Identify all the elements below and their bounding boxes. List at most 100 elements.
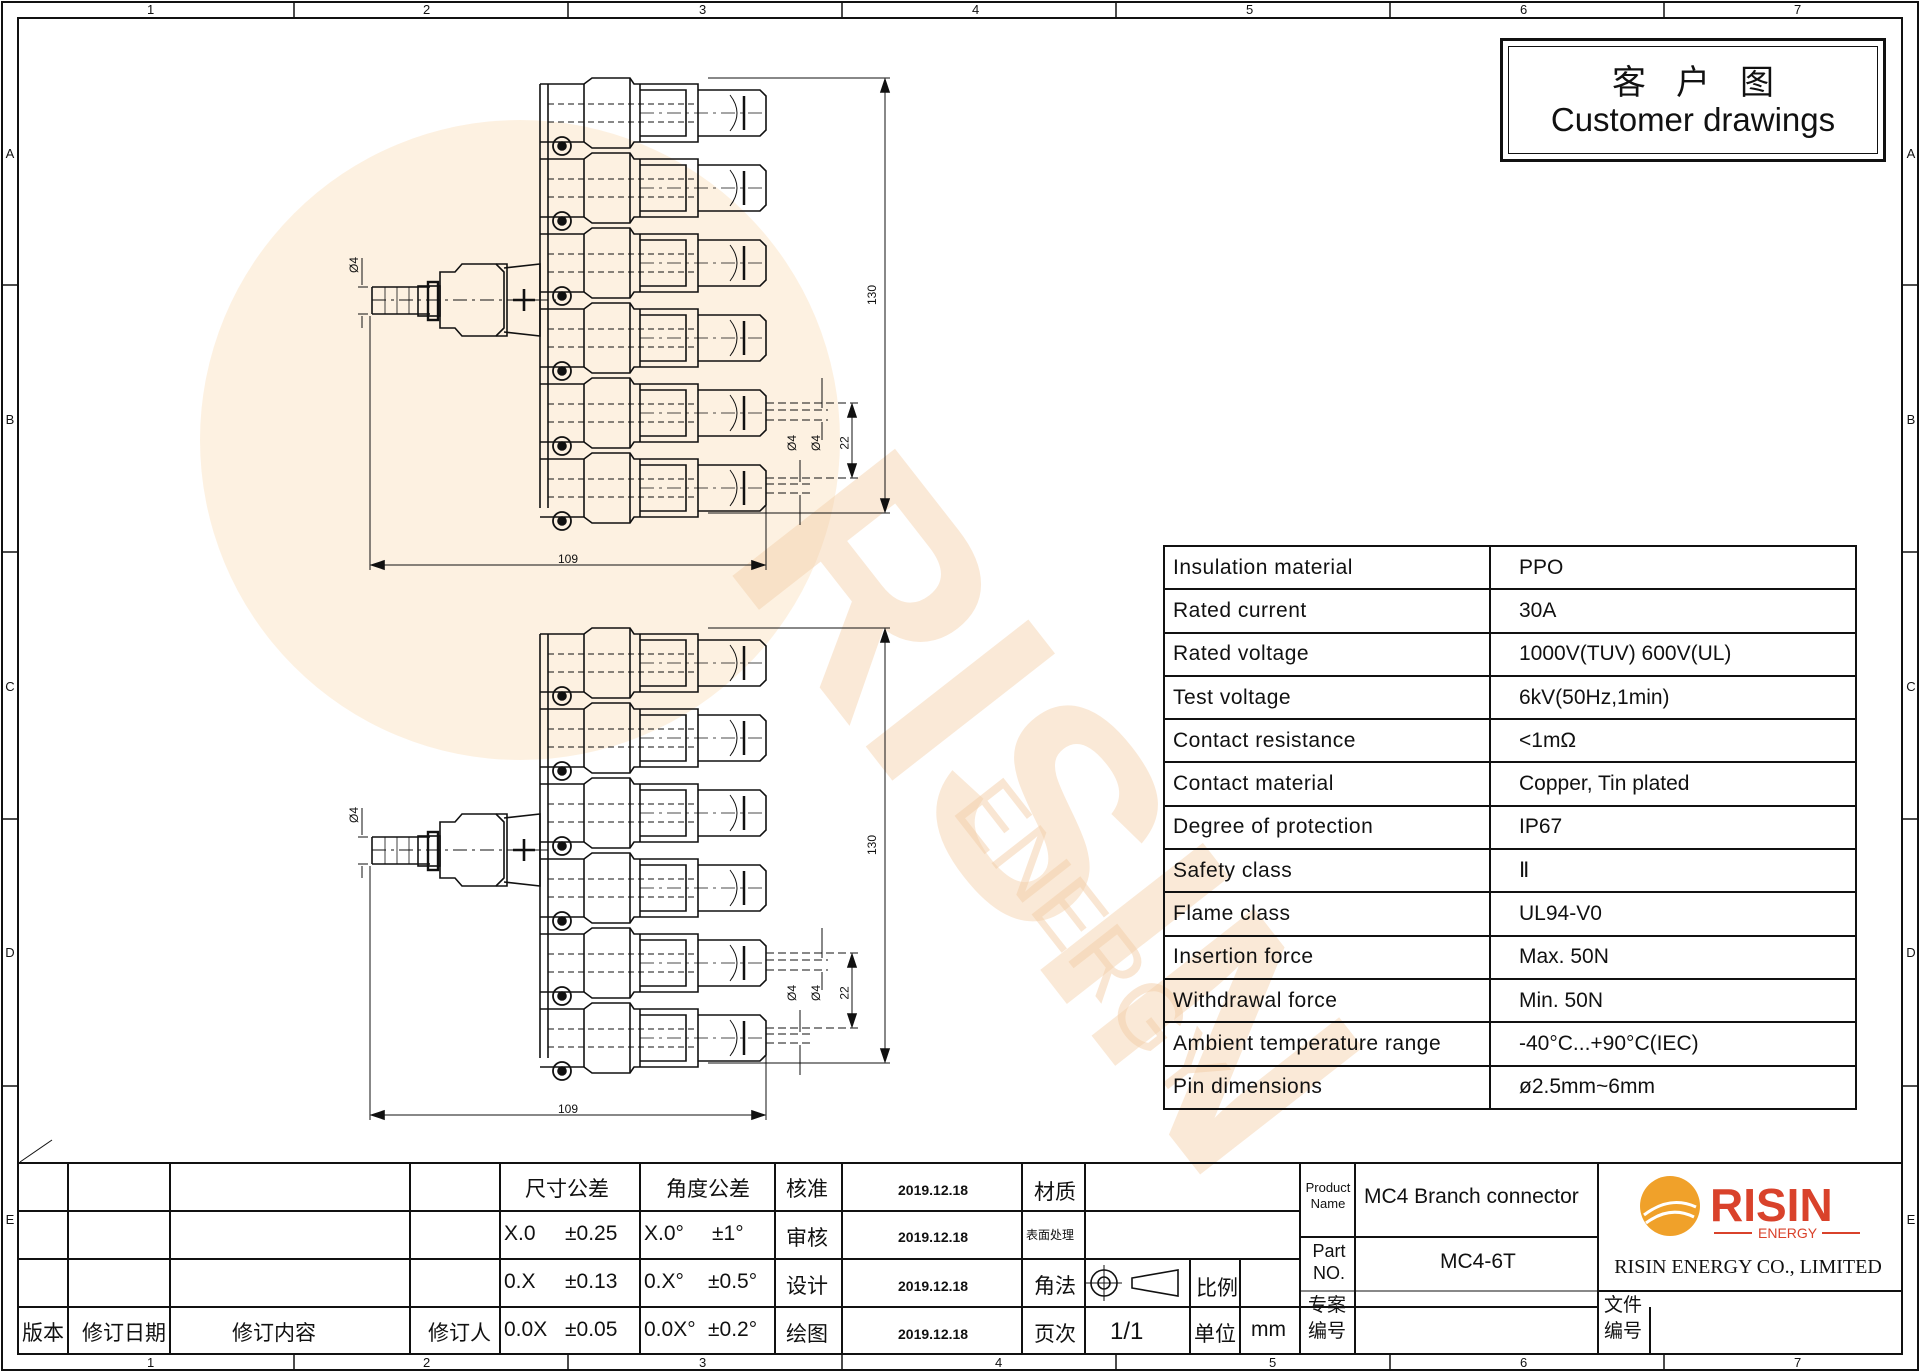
title-chinese: 客户图: [1612, 63, 1804, 103]
zone-col-6: 6: [1520, 2, 1528, 17]
scale-label: 比例: [1196, 1277, 1238, 1300]
tol-dim-value: ±0.25: [565, 1222, 618, 1245]
zone-col-2: 2: [423, 2, 431, 17]
project-no-label: 专案 编号: [1308, 1295, 1347, 1342]
tol-ang: X.0°: [644, 1222, 684, 1245]
zone-row-c: C: [5, 679, 15, 694]
spec-label: Pin dimensions: [1163, 1064, 1491, 1110]
surface-label: 表面处理: [1026, 1228, 1075, 1242]
zone-row-d: D: [5, 945, 15, 960]
zone-row-a-right: A: [1906, 146, 1916, 161]
tol-dim-value: ±0.05: [565, 1318, 618, 1341]
page-value: 1/1: [1110, 1318, 1144, 1345]
spec-value: UL94-V0: [1489, 891, 1857, 937]
spec-label: Ambient temperature range: [1163, 1021, 1491, 1067]
spec-label: Contact material: [1163, 761, 1491, 807]
spec-label: Withdrawal force: [1163, 977, 1491, 1024]
tol-dim-header: 尺寸公差: [525, 1178, 609, 1201]
spec-value: IP67: [1489, 804, 1857, 851]
spec-label: Insulation material: [1163, 544, 1491, 591]
zone-row-c-right: C: [1906, 679, 1916, 694]
rev-col-content: 修订内容: [232, 1322, 316, 1345]
zone-col-5: 5: [1246, 2, 1254, 17]
zone-row-e-right: E: [1906, 1212, 1916, 1227]
zone-col-5-bottom: 5: [1269, 1355, 1277, 1370]
logo-sub: ENERGY: [1758, 1225, 1818, 1241]
risin-logo: RISIN ENERGY: [1640, 1176, 1860, 1241]
spec-value: ø2.5mm~6mm: [1489, 1064, 1857, 1110]
spec-value: Copper, Tin plated: [1489, 761, 1857, 807]
zone-col-4-bottom: 4: [995, 1355, 1003, 1370]
projection-label: 角法: [1034, 1275, 1076, 1298]
spec-label: Rated current: [1163, 588, 1491, 634]
unit-label: 单位: [1194, 1323, 1236, 1346]
zone-col-3: 3: [699, 2, 707, 17]
part-no-value: MC4-6T: [1440, 1250, 1516, 1273]
tol-ang-value: ±0.5°: [708, 1270, 758, 1293]
spec-label: Rated voltage: [1163, 631, 1491, 677]
unit-value: mm: [1251, 1318, 1286, 1341]
spec-value: Min. 50N: [1489, 977, 1857, 1024]
zone-col-4: 4: [972, 2, 980, 17]
tol-dim: 0.0X: [504, 1318, 548, 1341]
rev-col-date: 修订日期: [82, 1322, 166, 1345]
dim-length-bottom: 109: [558, 1102, 579, 1116]
spec-label: Flame class: [1163, 891, 1491, 937]
approval-date: 2019.12.18: [898, 1229, 969, 1245]
tol-ang-value: ±0.2°: [708, 1318, 758, 1341]
spec-value: 30A: [1489, 588, 1857, 634]
spec-label: Insertion force: [1163, 934, 1491, 980]
spec-value: PPO: [1489, 544, 1857, 591]
zone-col-1: 1: [147, 2, 155, 17]
zone-col-3-bottom: 3: [699, 1355, 707, 1370]
zone-row-b-right: B: [1906, 412, 1916, 427]
zone-col-7-bottom: 7: [1794, 1355, 1802, 1370]
tol-ang-header: 角度公差: [666, 1178, 750, 1201]
tol-dim: 0.X: [504, 1270, 536, 1293]
zone-col-6-bottom: 6: [1520, 1355, 1528, 1370]
dim-length-top: 109: [558, 552, 579, 566]
approval-role: 审核: [786, 1227, 828, 1250]
sun-icon: [1640, 1176, 1700, 1236]
spec-value: -40°C...+90°C(IEC): [1489, 1021, 1857, 1067]
zone-row-e: E: [5, 1212, 15, 1227]
spec-label: Contact resistance: [1163, 718, 1491, 764]
zone-row-d-right: D: [1906, 945, 1916, 960]
zone-row-b: B: [5, 412, 15, 427]
spec-value: 6kV(50Hz,1min): [1489, 674, 1857, 721]
approval-role: 绘图: [786, 1323, 828, 1346]
tol-ang: 0.X°: [644, 1270, 684, 1293]
product-name-value: MC4 Branch connector: [1364, 1185, 1579, 1208]
spec-row: Ambient temperature range-40°C...+90°C(I…: [1163, 1021, 1857, 1067]
rev-col-version: 版本: [22, 1322, 64, 1345]
projection-symbol: [1086, 1265, 1179, 1301]
spec-label: Safety class: [1163, 848, 1491, 894]
title-box: 客户图 Customer drawings: [1500, 38, 1886, 162]
zone-col-1-bottom: 1: [147, 1355, 155, 1370]
approval-date: 2019.12.18: [898, 1278, 969, 1294]
logo-text: RISIN: [1710, 1179, 1833, 1231]
page-label: 页次: [1034, 1323, 1076, 1346]
zone-col-2-bottom: 2: [423, 1355, 431, 1370]
company-name: RISIN ENERGY CO., LIMITED: [1614, 1256, 1882, 1278]
tol-dim: X.0: [504, 1222, 536, 1245]
tol-dim-value: ±0.13: [565, 1270, 618, 1293]
approval-date: 2019.12.18: [898, 1182, 969, 1198]
spec-label: Test voltage: [1163, 674, 1491, 721]
tol-ang-value: ±1°: [712, 1222, 744, 1245]
approval-role: 核准: [786, 1178, 828, 1201]
spec-value: Ⅱ: [1489, 848, 1857, 894]
spec-value: Max. 50N: [1489, 934, 1857, 980]
